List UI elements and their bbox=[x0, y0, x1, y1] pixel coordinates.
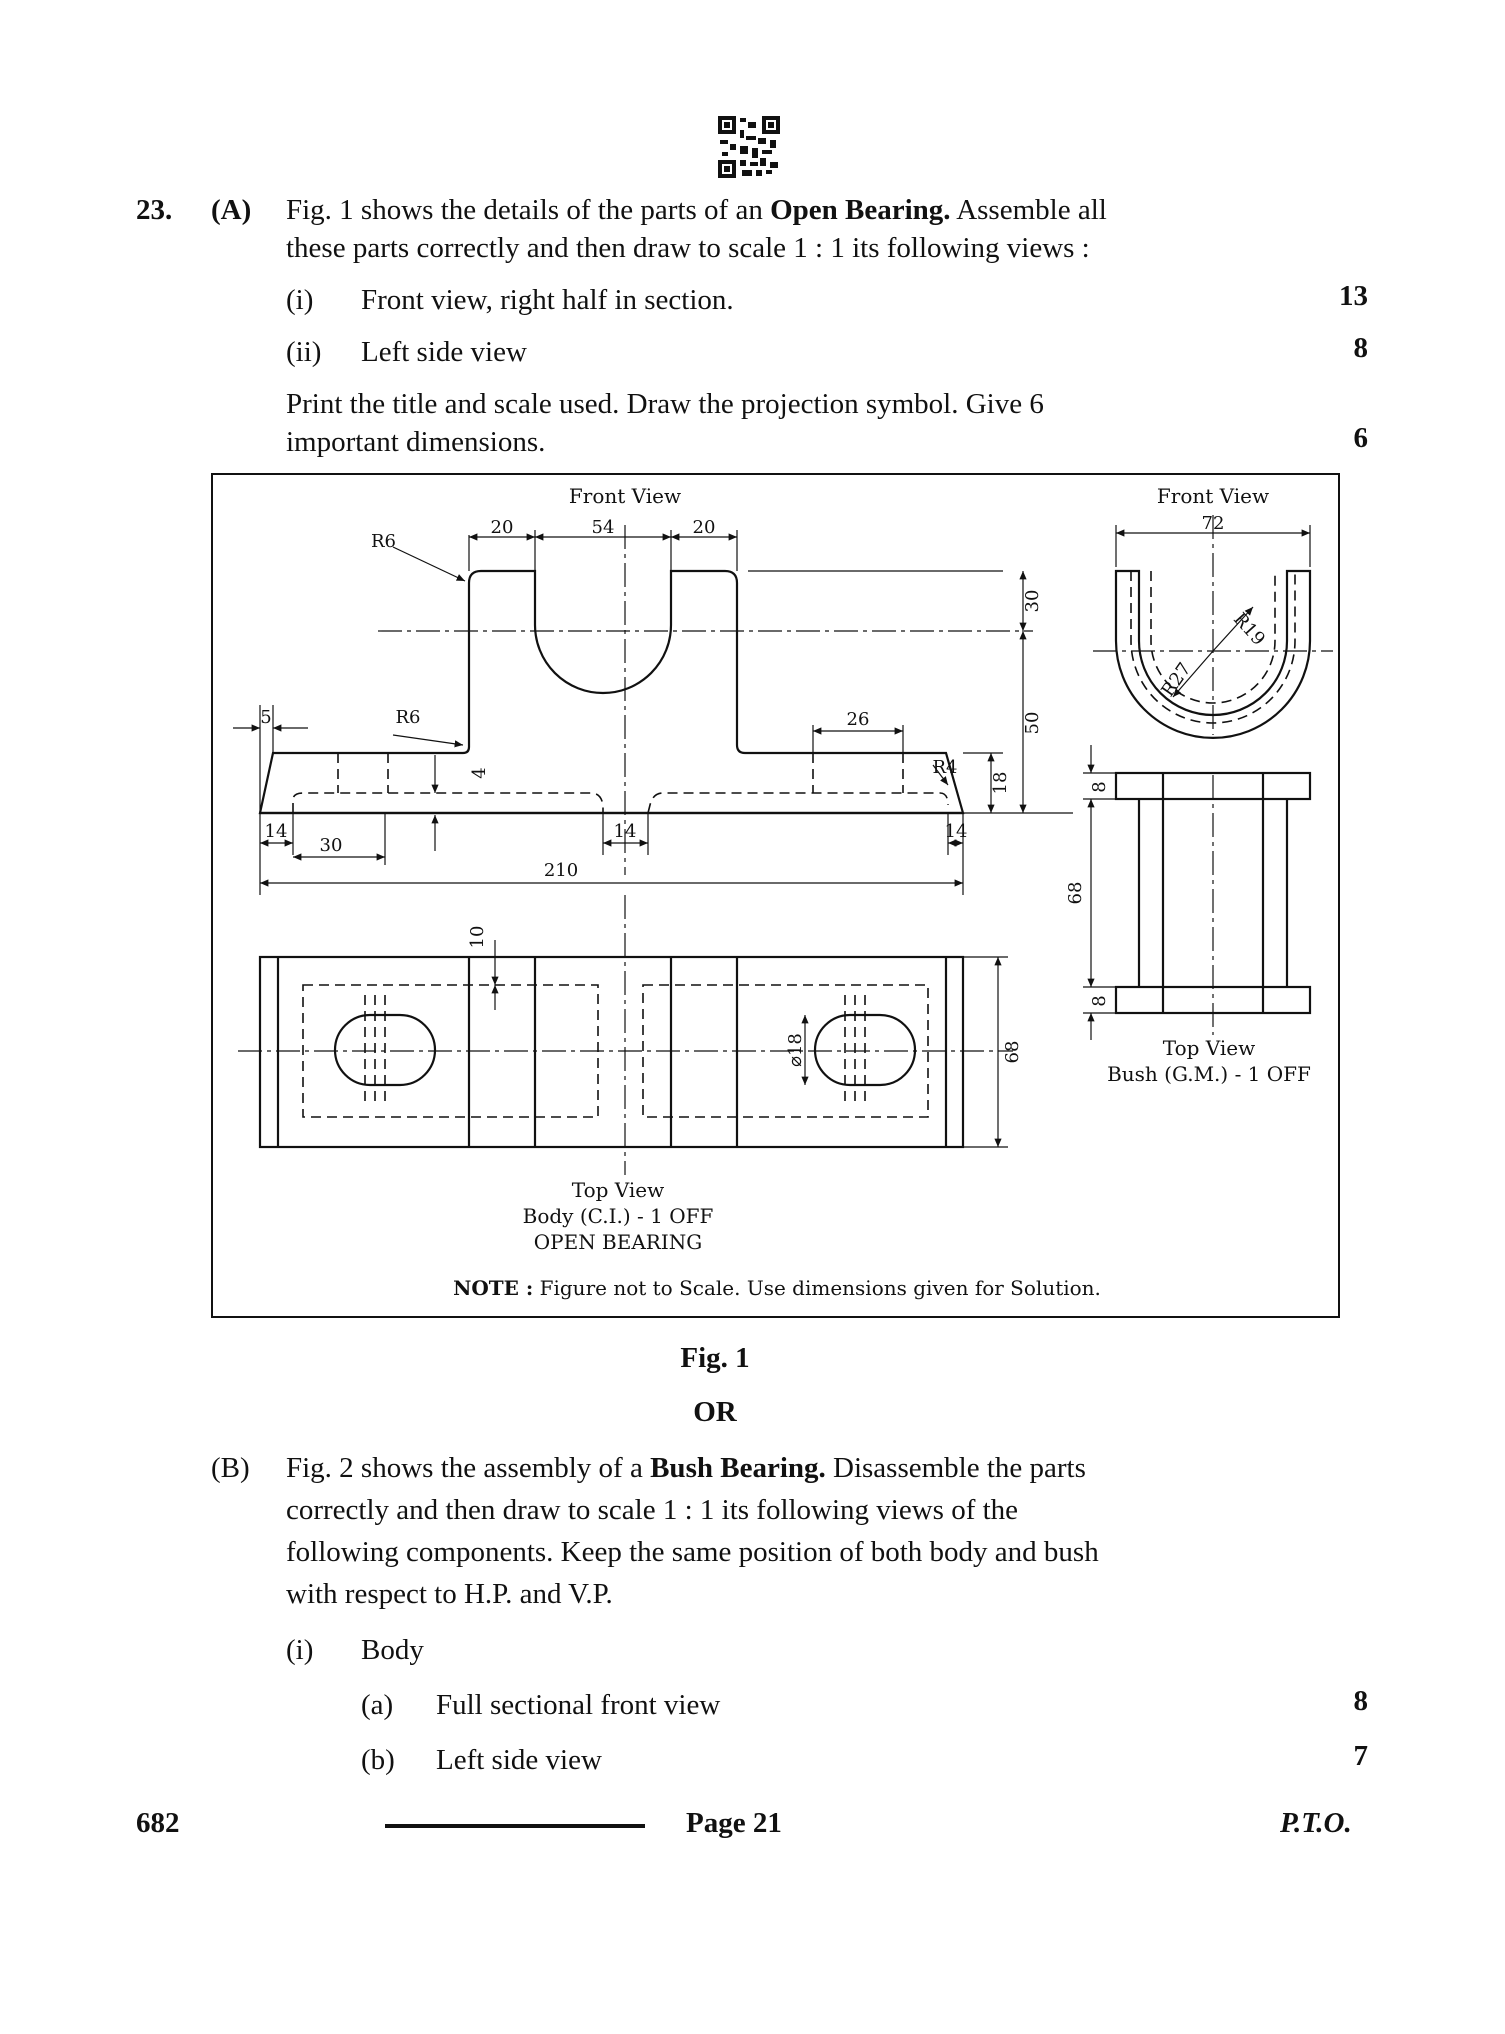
dim-5: 5 bbox=[260, 707, 271, 728]
or-separator: OR bbox=[693, 1396, 737, 1428]
open-bearing-label: OPEN BEARING bbox=[534, 1230, 703, 1254]
dim-14-a: 14 bbox=[265, 821, 288, 842]
dim-26: 26 bbox=[847, 709, 870, 730]
note-bold: NOTE : bbox=[453, 1276, 533, 1300]
dim-20-left: 20 bbox=[491, 517, 514, 538]
dim-4: 4 bbox=[469, 767, 490, 778]
part-a-label: (A) bbox=[211, 194, 252, 226]
bush-top-dims bbox=[1083, 745, 1116, 1040]
dim-50-vertical: 50 bbox=[1022, 712, 1043, 735]
dim-r4: R4 bbox=[932, 757, 957, 778]
item-ii-marks: 8 bbox=[1353, 332, 1369, 364]
item-a-num: (a) bbox=[361, 1689, 394, 1721]
top-view-hidden bbox=[302, 984, 929, 1118]
dim-30-horizontal: 30 bbox=[320, 835, 343, 856]
dim-r19: R19 bbox=[1229, 609, 1269, 650]
dim-r6-top: R6 bbox=[371, 531, 396, 552]
dim-68-top: 68 bbox=[1002, 1041, 1023, 1064]
bush-part-label: Bush (G.M.) - 1 OFF bbox=[1107, 1062, 1311, 1086]
front-dimension-lines bbox=[233, 530, 1073, 895]
dim-8-bottom: 8 bbox=[1089, 995, 1110, 1006]
part-b-line4: with respect to H.P. and V.P. bbox=[286, 1578, 613, 1610]
footer-pto: P.T.O. bbox=[1280, 1807, 1352, 1839]
open-bearing-drawing: Front View Front View R6 20 54 20 5 R6 2… bbox=[233, 484, 1333, 1300]
dim-18: 18 bbox=[990, 772, 1011, 795]
item-i-num: (i) bbox=[286, 284, 314, 316]
item-b-marks: 7 bbox=[1353, 1740, 1369, 1772]
open-bearing-term: Open Bearing. bbox=[770, 194, 951, 226]
bush-bearing-term: Bush Bearing. bbox=[650, 1452, 826, 1484]
dim-210: 210 bbox=[544, 860, 578, 881]
instruction-line1: Print the title and scale used. Draw the… bbox=[286, 388, 1044, 420]
footer-page: Page 21 bbox=[686, 1807, 782, 1839]
dim-10: 10 bbox=[467, 926, 488, 949]
bush-dimension-lines bbox=[1115, 525, 1311, 698]
front-view-label: Front View bbox=[569, 484, 681, 508]
item-b-text: Left side view bbox=[436, 1744, 602, 1776]
dim-68-bush: 68 bbox=[1065, 882, 1086, 905]
dim-dia-18: ⌀18 bbox=[785, 1033, 806, 1067]
dim-54: 54 bbox=[592, 517, 615, 538]
body-top-view-label: Top View bbox=[572, 1178, 664, 1202]
item-i-marks: 13 bbox=[1339, 280, 1368, 312]
item-ii-num: (ii) bbox=[286, 336, 322, 368]
bush-top-view-label: Top View bbox=[1163, 1036, 1255, 1060]
part-b-sub-text: Body bbox=[361, 1634, 424, 1666]
body-part-label: Body (C.I.) - 1 OFF bbox=[523, 1204, 714, 1228]
dim-8-top: 8 bbox=[1089, 781, 1110, 792]
figure-1: Front View Front View R6 20 54 20 5 R6 2… bbox=[211, 473, 1340, 1318]
bush-hidden bbox=[1130, 571, 1296, 724]
part-b-sub-num: (i) bbox=[286, 1634, 314, 1666]
question-number: 23. bbox=[136, 194, 173, 226]
figure-note: NOTE : Figure not to Scale. Use dimensio… bbox=[453, 1276, 1101, 1300]
bush-front-view bbox=[1114, 569, 1312, 740]
dim-14-c: 14 bbox=[945, 821, 968, 842]
part-b-line1: Fig. 2 shows the assembly of a Bush Bear… bbox=[286, 1448, 1300, 1488]
bush-top-view bbox=[1114, 771, 1312, 1015]
dim-14-b: 14 bbox=[614, 821, 637, 842]
instruction-line2: important dimensions. bbox=[286, 426, 546, 458]
dim-30-vertical: 30 bbox=[1022, 590, 1043, 613]
item-a-marks: 8 bbox=[1353, 1685, 1369, 1717]
part-b-label: (B) bbox=[211, 1452, 250, 1484]
item-i-text: Front view, right half in section. bbox=[361, 284, 734, 316]
qr-code-icon bbox=[718, 116, 780, 178]
part-b-line3: following components. Keep the same posi… bbox=[286, 1536, 1099, 1568]
part-a-intro-line2: these parts correctly and then draw to s… bbox=[286, 232, 1090, 264]
footer-code: 682 bbox=[136, 1807, 180, 1839]
part-a-intro-line1: Fig. 1 shows the details of the parts of… bbox=[286, 190, 1300, 230]
footer-rule bbox=[385, 1824, 645, 1828]
top-dimension-lines bbox=[491, 940, 1008, 1148]
part-b-text-2: Disassemble the parts bbox=[833, 1452, 1086, 1484]
dim-20-right: 20 bbox=[693, 517, 716, 538]
item-a-text: Full sectional front view bbox=[436, 1689, 721, 1721]
hidden-lines bbox=[292, 753, 949, 814]
dim-r6-mid: R6 bbox=[395, 707, 420, 728]
item-ii-text: Left side view bbox=[361, 336, 527, 368]
item-b-num: (b) bbox=[361, 1744, 395, 1776]
front-view-label-2: Front View bbox=[1157, 484, 1269, 508]
part-b-line2: correctly and then draw to scale 1 : 1 i… bbox=[286, 1494, 1019, 1526]
part-b-text: Fig. 2 shows the assembly of a bbox=[286, 1452, 643, 1484]
body-front-view bbox=[258, 569, 965, 815]
intro-text: Fig. 1 shows the details of the parts of… bbox=[286, 194, 763, 226]
figure-caption: Fig. 1 bbox=[680, 1342, 750, 1374]
instruction-marks: 6 bbox=[1353, 422, 1369, 454]
intro-text-2: Assemble all bbox=[956, 194, 1107, 226]
note-text: Figure not to Scale. Use dimensions give… bbox=[540, 1276, 1101, 1300]
dim-72: 72 bbox=[1202, 513, 1225, 534]
